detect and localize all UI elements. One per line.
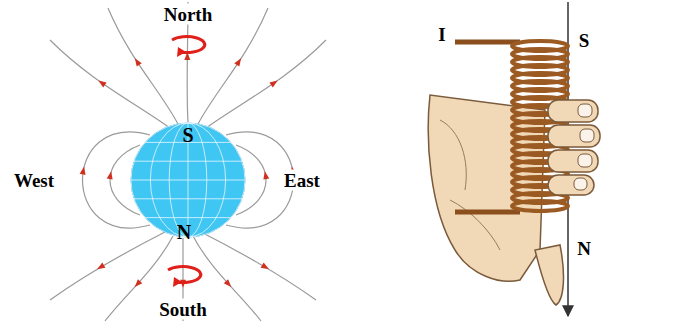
field-arrow <box>132 57 141 67</box>
field-arrow <box>132 279 142 289</box>
coil-turn <box>512 201 568 211</box>
rotation-arrow <box>172 37 205 57</box>
hand-solenoid <box>428 2 600 316</box>
wire <box>455 40 520 45</box>
field-line <box>198 8 268 124</box>
fingernail <box>580 129 594 142</box>
direction-label: North <box>162 4 215 25</box>
fingernail <box>574 178 587 190</box>
field-arrow <box>269 78 279 88</box>
pole-letter: S <box>577 30 592 51</box>
direction-label: South <box>157 299 209 320</box>
pole-letter: N <box>575 238 593 259</box>
longitude-line <box>131 123 245 237</box>
finger <box>548 125 600 147</box>
field-arrow <box>262 171 269 180</box>
longitude-line <box>169 123 207 237</box>
rotation-head <box>173 277 182 287</box>
thumb <box>535 245 563 305</box>
longitude-line <box>150 123 225 237</box>
field-arrow <box>234 57 243 67</box>
field-arrow <box>80 166 87 175</box>
globe: SN <box>130 122 246 238</box>
field-line <box>206 40 326 128</box>
finger <box>548 150 598 172</box>
fingernail <box>578 104 592 117</box>
pole-letter: N <box>177 222 191 242</box>
direction-label: West <box>12 170 56 191</box>
direction-label: East <box>282 170 322 191</box>
rotation-arrow <box>168 267 201 287</box>
field-arrows <box>80 52 297 289</box>
field-arrow <box>224 279 234 289</box>
pole-letter: S <box>182 125 193 145</box>
finger <box>548 100 598 122</box>
field-arrow <box>97 78 107 88</box>
field-lines <box>50 2 326 321</box>
rotation-arc <box>172 37 205 53</box>
field-arrow <box>261 263 271 272</box>
field-line <box>50 232 165 300</box>
finger <box>548 175 594 195</box>
palm-crease <box>440 120 500 250</box>
globe-disc <box>131 123 245 237</box>
wire <box>455 210 520 215</box>
fingernail <box>578 154 592 167</box>
field-arrow <box>95 263 105 272</box>
current-label: I <box>436 24 447 45</box>
field-line <box>201 232 316 300</box>
rotation-arc <box>168 267 201 283</box>
field-line <box>108 8 178 124</box>
field-line <box>50 40 170 128</box>
rotation-head <box>177 47 186 57</box>
field-arrow <box>107 171 114 180</box>
